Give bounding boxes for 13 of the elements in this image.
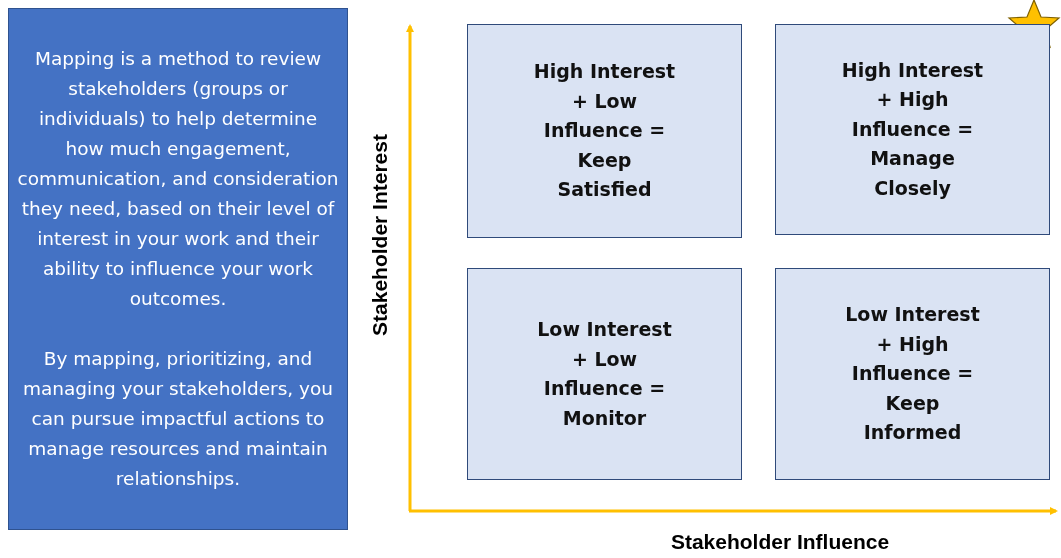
y-axis-label: Stakeholder Interest <box>368 134 392 336</box>
quadrant-box <box>467 24 742 238</box>
quadrant-box <box>775 24 1050 235</box>
description-text: Mapping is a method to review stakeholders (groups or individuals) to help determine how much engagement, communication, and consideration they need, based on their level of interest in your work and their ability to influence your work outcomes. <box>17 47 339 311</box>
quadrant-box <box>467 268 742 480</box>
quadrant-text: High Interest + Low Influence = Keep Satisfied <box>532 59 677 203</box>
quadrant-text: High Interest + High Influence = Manage Closely <box>840 57 985 201</box>
quadrant-text: Low Interest + Low Influence = Monitor <box>536 317 673 431</box>
description-text: By mapping, prioritizing, and managing your stakeholders, you can pursue impactful actions to manage resources and maintain relationships. <box>21 347 335 491</box>
description-panel <box>8 8 348 530</box>
x-axis-label: Stakeholder Influence <box>670 530 890 554</box>
quadrant-text: Low Interest + High Influence = Keep Informed <box>844 302 981 446</box>
quadrant-box <box>775 268 1050 480</box>
